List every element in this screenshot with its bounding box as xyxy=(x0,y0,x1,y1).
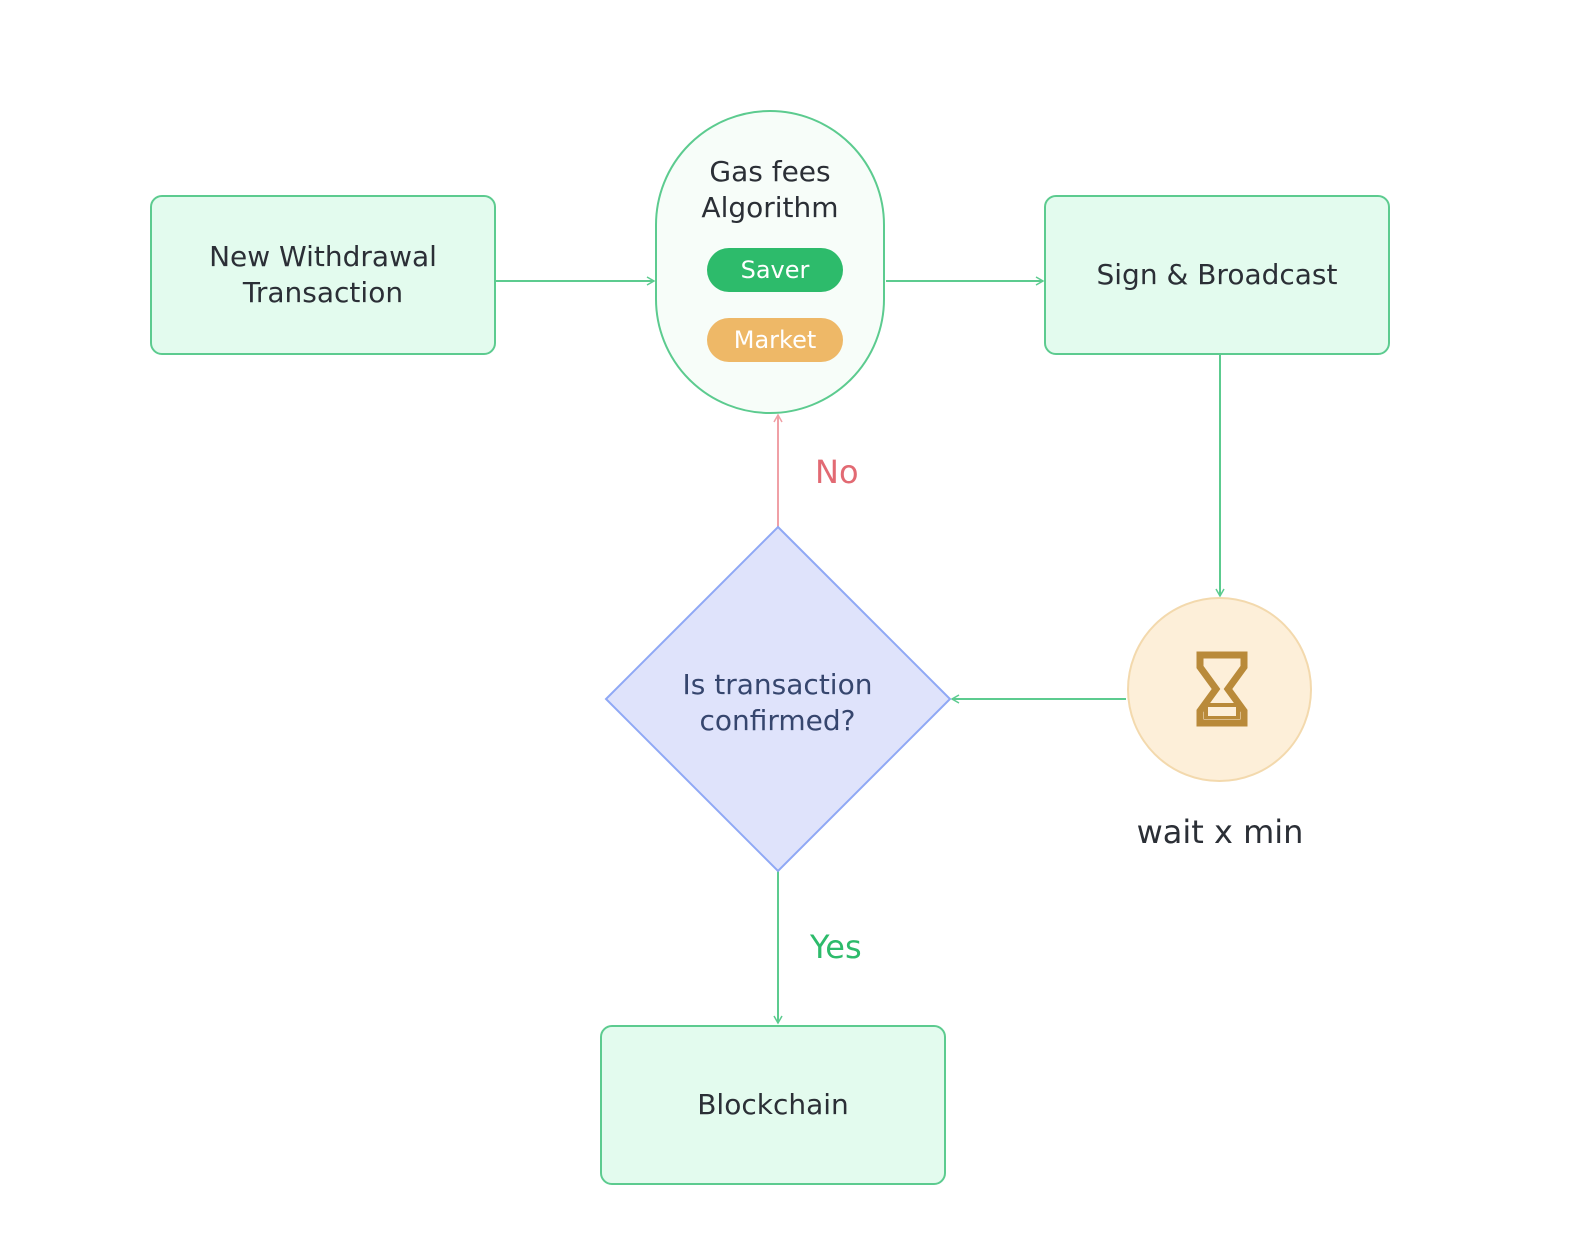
wait-label: wait x min xyxy=(1136,813,1304,851)
blockchain-label: Blockchain xyxy=(697,1088,849,1121)
sign-broadcast-label: Sign & Broadcast xyxy=(1096,258,1338,291)
gas-fees-title-line2: Algorithm xyxy=(701,191,839,224)
hourglass-icon xyxy=(1196,651,1248,727)
new-withdrawal-label-line2: Transaction xyxy=(242,276,404,309)
decision-label-line1: Is transaction xyxy=(682,668,873,701)
blockchain-node: Blockchain xyxy=(600,1025,946,1185)
yes-edge-label: Yes xyxy=(810,928,862,966)
decision-diamond xyxy=(604,525,952,873)
decision-label-line2: confirmed? xyxy=(699,704,856,737)
no-edge-label: No xyxy=(815,453,859,491)
gas-fees-title-line1: Gas fees xyxy=(709,155,831,188)
wait-node xyxy=(1127,597,1312,782)
new-withdrawal-node: New Withdrawal Transaction xyxy=(150,195,496,355)
decision-label: Is transaction confirmed? xyxy=(640,667,915,739)
saver-option-badge: Saver xyxy=(707,248,843,292)
gas-fees-title: Gas fees Algorithm xyxy=(657,154,883,226)
sign-broadcast-node: Sign & Broadcast xyxy=(1044,195,1390,355)
new-withdrawal-label-line1: New Withdrawal xyxy=(209,240,437,273)
gas-fees-algorithm-node: Gas fees Algorithm Saver Market xyxy=(655,110,885,414)
market-option-badge: Market xyxy=(707,318,843,362)
